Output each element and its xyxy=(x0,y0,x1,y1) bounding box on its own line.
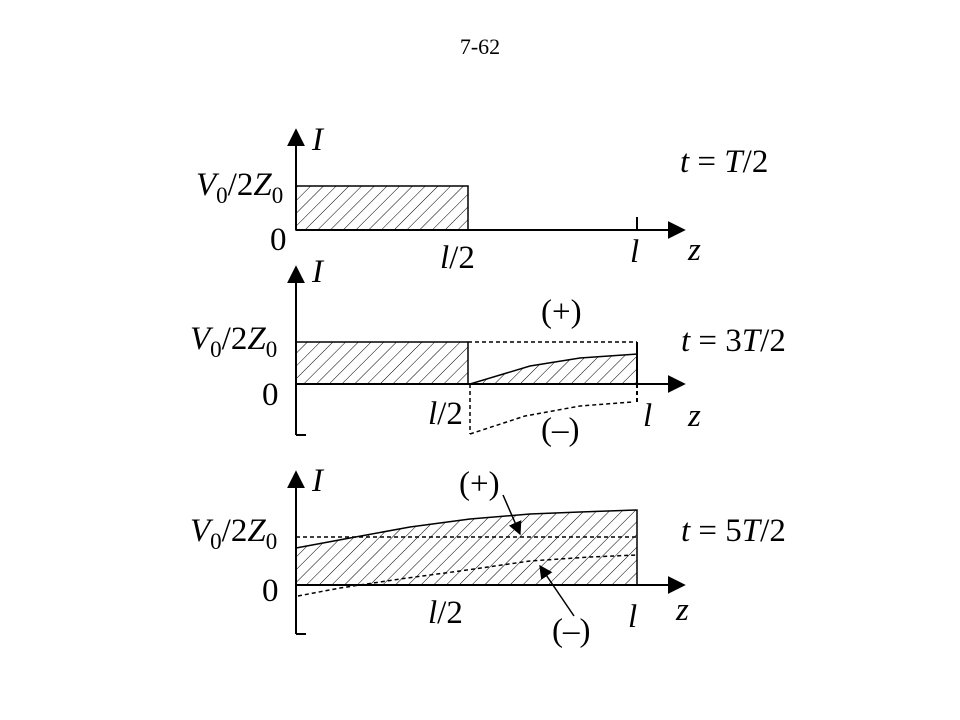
time-label: t = 5T/2 xyxy=(681,513,786,549)
pointer-minus xyxy=(539,564,575,617)
label-i: I xyxy=(311,122,325,158)
label-z: z xyxy=(687,232,701,268)
label-z: z xyxy=(675,592,689,628)
label-l: l xyxy=(630,234,639,270)
label-plus: (+) xyxy=(541,294,582,330)
label-minus: (–) xyxy=(552,613,590,649)
incident-pulse xyxy=(295,341,469,385)
label-zero: 0 xyxy=(270,222,287,258)
label-zero: 0 xyxy=(262,377,279,413)
label-l-half: l/2 xyxy=(428,396,463,432)
label-amplitude: V0/2Z0 xyxy=(190,321,277,362)
panel-t-three-half: I 0 l/2 l z V0/2Z0 (+) (–) t = 3T/2 xyxy=(190,254,786,448)
label-l: l xyxy=(628,599,637,635)
negative-wave xyxy=(297,554,638,597)
pointer-plus xyxy=(502,494,522,536)
label-minus: (–) xyxy=(541,412,579,448)
label-zero: 0 xyxy=(262,573,279,609)
label-i: I xyxy=(311,463,325,499)
label-l-half: l/2 xyxy=(428,595,463,631)
time-label: t = T/2 xyxy=(680,144,768,180)
label-amplitude: V0/2Z0 xyxy=(190,513,277,554)
page-number: 7-62 xyxy=(459,34,501,59)
current-pulse xyxy=(295,185,469,231)
label-l: l xyxy=(643,398,652,434)
reflected-sum-region xyxy=(469,353,638,385)
label-z: z xyxy=(687,398,701,434)
label-l-half: l/2 xyxy=(440,240,475,276)
time-label: t = 3T/2 xyxy=(681,323,786,359)
negative-wave xyxy=(469,401,633,435)
total-current-region xyxy=(295,509,638,586)
label-plus: (+) xyxy=(459,466,500,502)
label-amplitude: V0/2Z0 xyxy=(196,167,283,208)
panel-t-half: I 0 l/2 l z V0/2Z0 t = T/2 xyxy=(196,122,768,276)
panel-t-five-half: I 0 l/2 l z V0/2Z0 (+) (–) t = 5T/2 xyxy=(190,463,786,649)
label-i: I xyxy=(311,254,325,290)
